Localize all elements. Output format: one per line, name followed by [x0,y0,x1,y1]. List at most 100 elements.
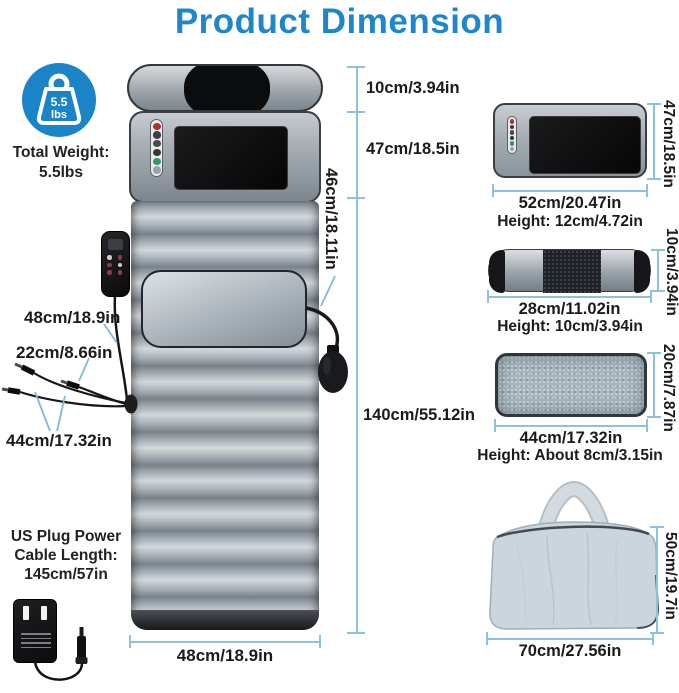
mat-head-section [129,111,321,203]
power-button-dot [152,122,161,130]
plug-prong [41,606,47,620]
connector-cable-length-label: 22cm/8.66in [16,343,113,362]
head-section-length-label: 47cm/18.5in [366,140,460,158]
mode-button-dot [152,131,161,139]
mode-button-dot [509,124,515,129]
pillow-roll-view [488,249,651,293]
connector-cable [19,390,127,408]
pump-highlight [323,357,331,375]
bag-handle [539,482,609,537]
weight-badge-value: 5.5 [51,95,68,109]
us-plug-power-adapter [13,599,57,663]
bag-edge-trim [636,574,660,629]
pillow-height-label: 10cm/3.94in [366,79,460,97]
dimension-tick [652,632,654,645]
mat-ribbed-body [131,201,319,630]
dimension-tick [492,184,494,197]
dimension-line [488,296,651,298]
cable-connector-tip [60,379,68,385]
dimension-line [493,190,647,192]
head-side-label: 47cm/18.5in [660,100,677,188]
dimension-tick [347,111,365,113]
heat-button-dot [152,157,161,165]
bag-wrinkle [546,534,555,626]
dimension-tick [646,184,648,197]
weight-icon: 5.5 lbs [21,62,97,138]
bag-body [489,521,659,630]
folded-width-label: 44cm/17.32in [519,429,623,447]
dimension-tick [650,526,664,528]
folded-mat-view [495,353,647,417]
mode-button-dot [509,146,515,151]
dimension-line [495,425,647,427]
head-height-label: Height: 12cm/4.72in [497,213,643,230]
storage-bag-view [487,477,662,637]
bag-wrinkle [516,546,528,626]
control-button-strip [507,116,517,154]
connector-cable [78,385,127,406]
dimension-tick [494,419,496,432]
dimension-tick [651,290,665,292]
folded-height-label: Height: About 8cm/3.15in [477,447,663,464]
bag-width-label: 70cm/27.56in [518,642,622,660]
head-heating-panel [174,126,288,190]
bag-wrinkle [586,532,592,626]
dimension-line [653,104,655,179]
dimension-tick [647,416,661,418]
dimension-tick [347,197,365,199]
cable-connector [7,387,21,395]
mode-button-dot [509,135,515,140]
power-cable-label-line2: Cable Length: [14,547,118,564]
roll-height-label: Height: 10cm/3.94in [497,318,643,335]
power-cable-label-line3: 145cm/57in [24,566,108,583]
head-section-top-view [493,103,647,178]
mode-button-dot [152,148,161,156]
main-vertical-dimension-line [356,67,358,634]
remote-cable-length-label: 48cm/18.9in [24,308,121,327]
head-width-label: 52cm/20.47in [518,194,622,212]
dual-cable-length-label: 44cm/17.32in [6,431,112,450]
pump-hose-length-label: 46cm/18.11in [322,168,340,270]
dc-connector-tip [79,627,84,637]
roll-width-label: 28cm/11.02in [518,300,621,318]
total-weight-label-line1: Total Weight: [12,144,110,161]
mode-button-dot [152,166,161,174]
dimension-tick [646,419,648,432]
leader-line-hose [320,275,336,307]
dimension-tick [650,632,664,634]
dimension-tick [319,635,321,648]
cable-connector-tip [1,387,9,392]
dimension-tick [129,635,131,648]
cable-connector-tip [14,362,23,369]
bag-side-label: 50cm/19.7in [662,532,679,620]
heat-button-dot [509,141,515,146]
pump-neck [327,345,339,354]
dimension-line [657,250,659,291]
dimension-tick [647,178,661,180]
remote-screen [108,239,123,250]
control-button-strip [150,119,163,177]
dimension-line [487,638,653,640]
dc-connector-collar [75,657,88,664]
bag-wrinkle [614,540,618,626]
cable-connector [66,380,80,390]
dimension-tick [347,632,365,634]
pillow-end-cap [634,250,650,293]
total-weight-label-line2: 5.5lbs [39,164,83,181]
head-panel [529,116,641,174]
mat-length-label: 140cm/55.12in [363,406,475,424]
connector-cable [33,372,127,405]
folded-side-label: 20cm/7.87in [660,344,677,432]
plug-prong [23,606,29,620]
mat-width-label: 48cm/18.9in [176,646,274,665]
power-cable-label-line1: US Plug Power [10,528,122,545]
weight-badge-unit: lbs [51,109,67,121]
pillow-dark-center [184,66,270,110]
pillow-end-cap [489,250,505,293]
cable-connector [20,364,36,376]
dimension-tick [651,249,665,251]
mode-button-dot [509,130,515,135]
dimension-line [656,527,658,633]
page-title: Product Dimension [174,2,505,41]
